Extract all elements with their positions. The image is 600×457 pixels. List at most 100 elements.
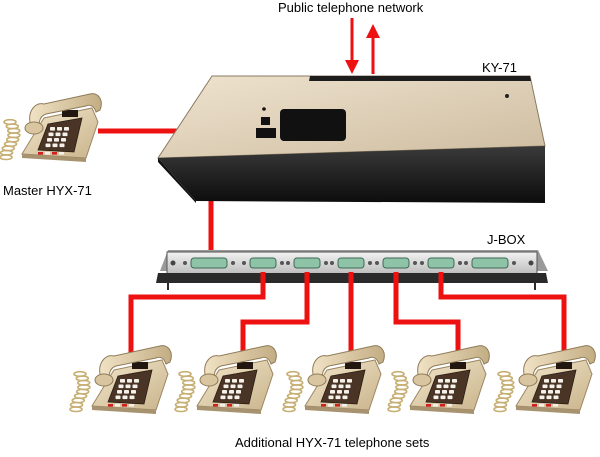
extension-phone-1 [69,345,172,414]
key [120,379,125,383]
phones [0,93,596,414]
key [330,390,335,394]
extension-cables [128,272,567,360]
extension-phone-2 [174,345,277,414]
jbox-port [337,257,365,269]
screw-icon [464,261,468,265]
mount-screw-icon [528,260,534,266]
jbox-port [293,257,321,269]
cable-set-2 [240,272,310,360]
key [435,390,440,394]
handset [29,93,102,132]
key [131,390,136,394]
key [546,395,552,400]
key [57,127,62,131]
key [237,384,243,389]
jbox-label: J-BOX [487,232,526,247]
screw-icon [413,261,417,265]
key [433,395,439,400]
key [54,138,59,142]
key [438,379,443,383]
cable-set-4 [393,272,461,360]
key [220,395,226,400]
jbox-port [427,257,455,269]
key [129,395,135,400]
key [443,384,449,389]
handset [99,345,172,384]
master-phone [0,93,102,162]
key [115,395,121,400]
key [47,138,52,142]
key [544,379,549,383]
down-arrow-icon [345,60,359,74]
key [333,379,338,383]
key [338,384,344,389]
screw-icon [420,261,424,265]
additional-label: Additional HYX-71 telephone sets [235,435,430,450]
key [342,395,348,400]
key [556,384,562,389]
screw-icon [280,261,284,265]
key [232,379,237,383]
key [227,395,233,400]
cable-set-1 [128,272,266,360]
extension-phone-5 [493,345,596,414]
key [50,127,55,131]
master-label: Master HYX-71 [3,183,92,198]
key [59,143,65,148]
handset [204,345,277,384]
key [236,390,241,394]
jbox-port [382,257,410,269]
key [328,395,334,400]
key [440,395,446,400]
key [45,143,51,148]
screw-icon [324,261,328,265]
key [452,379,457,383]
key [541,390,546,394]
screw-icon [330,261,334,265]
key [331,384,337,389]
key [225,379,230,383]
key [55,132,61,137]
key [134,379,139,383]
key [230,384,236,389]
key [48,132,54,137]
key [539,395,545,400]
coiled-cord [69,370,91,413]
key [125,384,131,389]
network-arrows [345,18,380,74]
key [542,384,548,389]
key [64,127,69,131]
key [555,390,560,394]
key [558,379,563,383]
key [335,395,341,400]
key [222,390,227,394]
ky71-label: KY-71 [482,60,517,75]
key [234,395,240,400]
key [127,379,132,383]
coiled-cord [493,370,515,413]
coiled-cord [387,370,409,413]
handset [523,345,596,384]
key [52,143,58,148]
up-arrow-icon [366,24,380,38]
key [122,395,128,400]
cable-set-5 [438,272,567,360]
handset [417,345,490,384]
screw-icon [183,261,187,265]
screw-icon [368,261,372,265]
key [551,379,556,383]
key [117,390,122,394]
key [450,384,456,389]
key [447,395,453,400]
handset [312,345,385,384]
key [337,390,342,394]
key [223,384,229,389]
key [239,379,244,383]
screw-icon [458,261,462,265]
mount-screw-icon [170,260,176,266]
network-label: Public telephone network [278,0,424,15]
coiled-cord [0,118,21,161]
